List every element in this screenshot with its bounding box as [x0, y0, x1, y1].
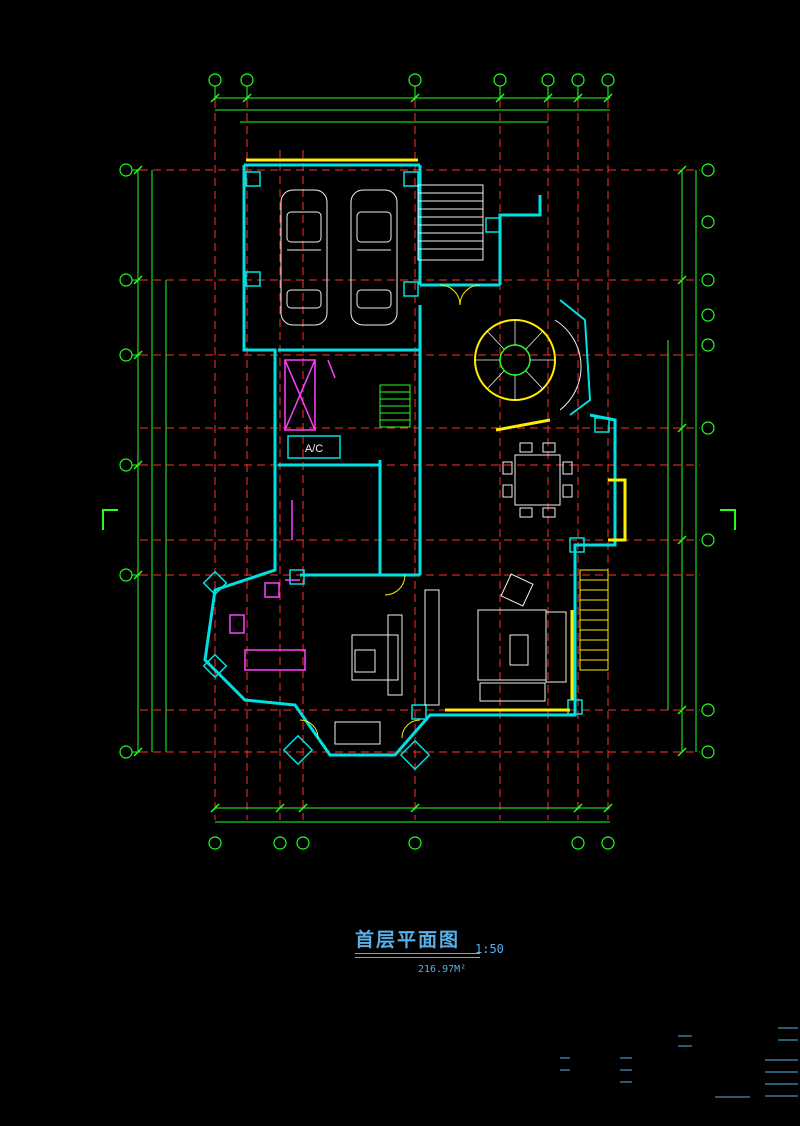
- plan-area: 216.97M²: [418, 964, 467, 975]
- dining-table-icon: [502, 442, 573, 518]
- yellow-rails: [246, 158, 627, 712]
- ac-unit: A/C: [287, 435, 341, 459]
- ac-label: A/C: [305, 443, 323, 455]
- exterior-walls: [203, 163, 617, 757]
- bed-icon: [334, 614, 403, 745]
- dimension-lines: [137, 97, 697, 823]
- plan-scale: 1:50: [475, 942, 504, 956]
- car-icon: [280, 189, 398, 326]
- title-block-marks: [560, 1027, 798, 1098]
- wall-columns: [245, 171, 610, 720]
- bay-windows: [202, 570, 431, 771]
- axis-bubble-leaders: [132, 86, 609, 753]
- door-swings: [299, 284, 481, 739]
- title-underline: [355, 953, 480, 954]
- title-underline-2: [355, 957, 480, 958]
- dimension-ticks: [133, 93, 687, 813]
- service-stair: [379, 384, 411, 428]
- bathroom-fixtures: [229, 359, 336, 671]
- drawing-title-block: 首层平面图 1:50 216.97M²: [355, 925, 515, 975]
- axis-bubble-icon: [119, 73, 715, 850]
- terrace-stair: [579, 569, 609, 671]
- sofa-icon: [424, 573, 567, 706]
- section-mark-icon: [102, 509, 736, 530]
- entry-stair: [417, 184, 484, 261]
- spiral-stair-icon: [474, 299, 592, 416]
- plan-title: 首层平面图: [355, 929, 461, 951]
